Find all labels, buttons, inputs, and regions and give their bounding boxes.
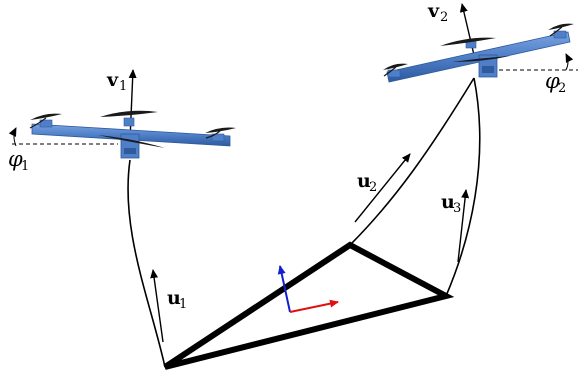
svg-text:φ: φ <box>8 147 23 171</box>
svg-text:1: 1 <box>179 297 187 312</box>
drone2-arm <box>386 31 571 83</box>
label-u2: u 2 <box>357 170 377 195</box>
label-phi1: φ 1 <box>8 147 29 174</box>
drone2-propeller-right <box>548 23 574 37</box>
cable-drone2-to-corner <box>445 77 481 297</box>
svg-text:u: u <box>167 287 181 309</box>
svg-text:2: 2 <box>369 180 377 195</box>
payload-frame-x-axis <box>289 299 339 313</box>
drone2-motor-right <box>553 30 567 39</box>
drone2-propeller-left <box>383 63 408 77</box>
drone1-hub-shade <box>124 148 136 154</box>
force-arrow-u2 <box>354 153 411 223</box>
cable-drone2-to-vertex <box>349 77 475 246</box>
drone2-motor-left <box>387 69 401 78</box>
drone1-motor-right <box>211 133 225 142</box>
label-v2: v 2 <box>427 0 448 25</box>
quadrotor-drone-2 <box>383 3 578 83</box>
drone1-motor-back <box>123 117 135 127</box>
label-v1: v 1 <box>106 69 127 94</box>
phi1-angle-arc <box>8 127 17 147</box>
cable-drone1 <box>127 159 166 368</box>
drone1-hub <box>120 133 140 159</box>
drone2-propeller-center <box>440 37 510 62</box>
svg-text:2: 2 <box>440 10 448 25</box>
svg-text:u: u <box>441 191 455 213</box>
svg-text:3: 3 <box>453 201 461 216</box>
svg-text:u: u <box>357 170 371 192</box>
svg-text:φ: φ <box>545 69 560 93</box>
svg-text:1: 1 <box>21 159 29 174</box>
svg-text:v: v <box>427 0 440 22</box>
thrust-vector-v1 <box>128 69 137 141</box>
svg-text:2: 2 <box>558 81 566 96</box>
drone1-propeller-center <box>98 110 165 148</box>
label-phi2: φ 2 <box>545 69 566 96</box>
quadrotor-drone-1 <box>8 69 236 159</box>
label-u3: u 3 <box>441 191 461 216</box>
svg-text:1: 1 <box>119 79 127 94</box>
label-u1: u 1 <box>167 287 187 312</box>
svg-text:v: v <box>106 69 119 91</box>
drone1-propeller-right <box>205 127 236 139</box>
force-arrow-u3 <box>457 189 470 263</box>
payload-frame-y-axis <box>277 265 291 313</box>
payload-triangle <box>163 241 455 370</box>
phi2-angle-arc <box>565 53 574 71</box>
drone1-propeller-left <box>29 113 62 129</box>
drone1-motor-left <box>39 119 53 128</box>
drone2-hub-shade <box>482 66 494 73</box>
force-arrow-u1 <box>150 269 164 343</box>
